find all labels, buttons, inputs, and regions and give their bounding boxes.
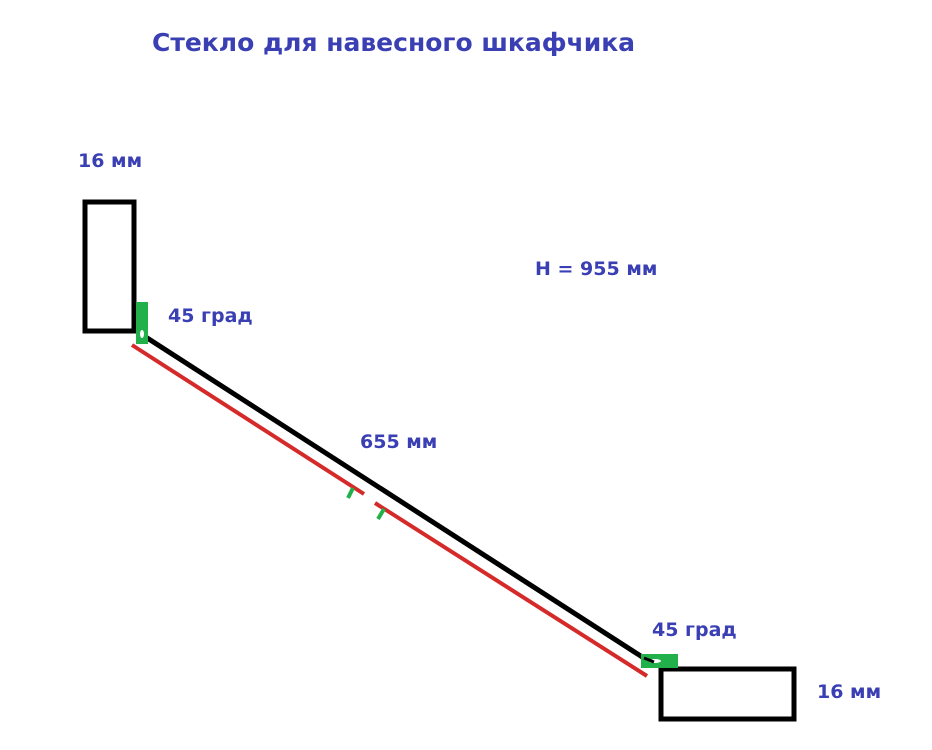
glass-line bbox=[139, 331, 652, 665]
bottom-panel bbox=[658, 666, 797, 722]
bottom-panel-thickness-label: 16 мм bbox=[817, 681, 882, 703]
offset-line-lower bbox=[373, 501, 649, 678]
break-tick-2 bbox=[376, 507, 386, 521]
top-angle-label: 45 град bbox=[168, 305, 253, 327]
break-tick-1 bbox=[346, 487, 355, 499]
bottom-angle-label: 45 град bbox=[652, 619, 737, 641]
offset-line-upper bbox=[130, 343, 366, 496]
glass-length-label: 655 мм bbox=[360, 431, 438, 453]
diagram-title: Стекло для навесного шкафчика bbox=[152, 28, 636, 57]
top-panel bbox=[82, 199, 137, 334]
top-angle-marker bbox=[136, 302, 148, 344]
top-panel-thickness-label: 16 мм bbox=[78, 150, 143, 172]
height-label: H = 955 мм bbox=[535, 258, 658, 280]
